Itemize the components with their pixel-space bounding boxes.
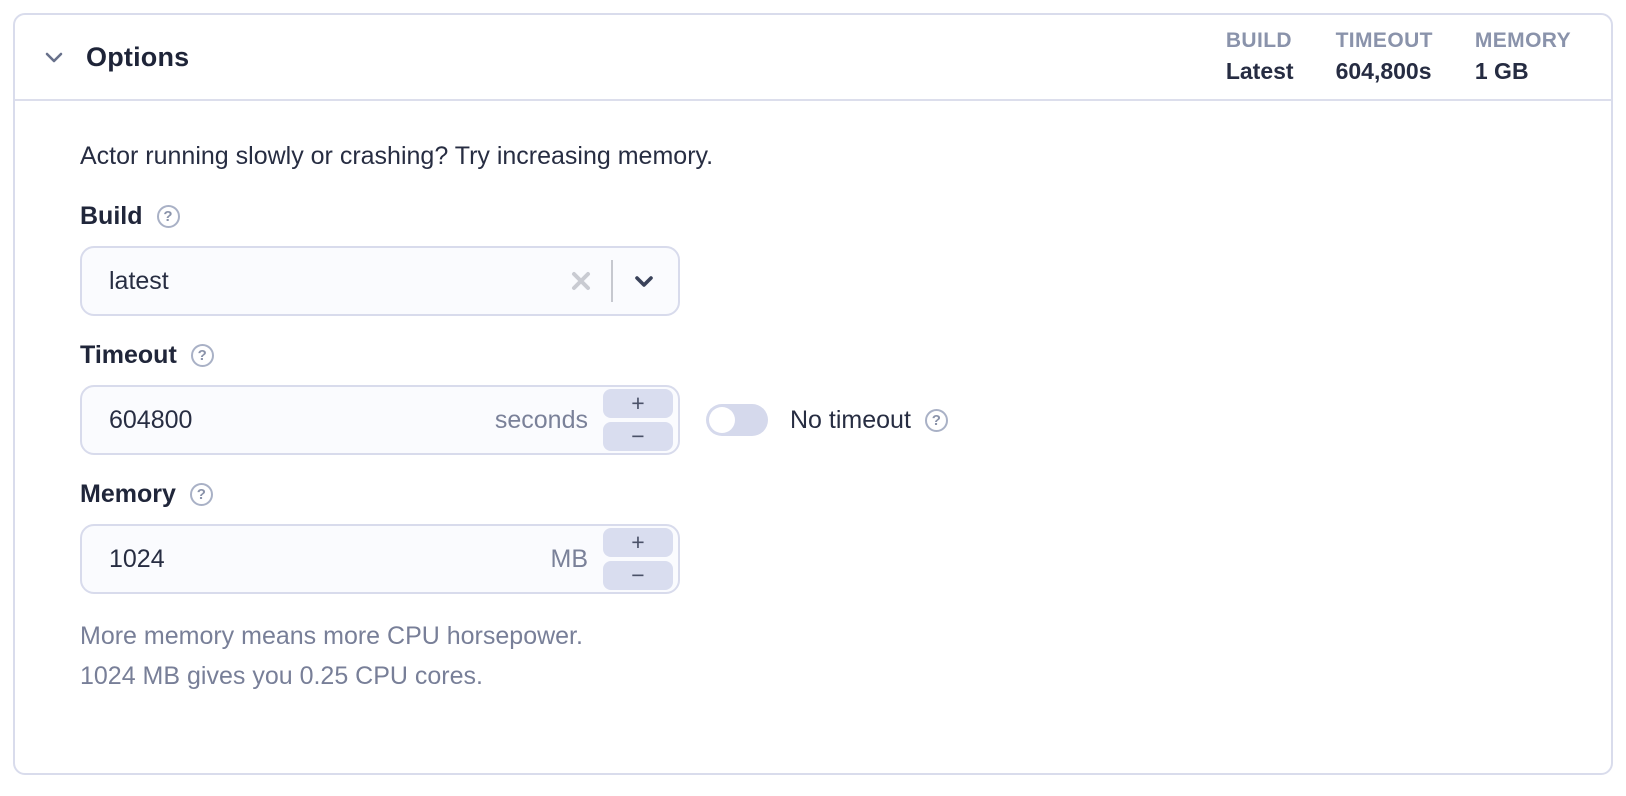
build-help-icon[interactable]: ? [156, 205, 180, 228]
timeout-input[interactable] [82, 387, 495, 453]
toggle-knob [709, 407, 735, 433]
timeout-field: Timeout ? seconds + − No timeout ? [80, 341, 1571, 455]
chevron-down-icon[interactable] [630, 267, 678, 295]
options-panel-header: Options BUILD Latest TIMEOUT 604,800s ME… [15, 15, 1611, 101]
timeout-help-icon[interactable]: ? [190, 344, 214, 367]
no-timeout-toggle[interactable] [706, 404, 768, 436]
build-label: Build [80, 202, 143, 230]
chevron-down-icon [41, 44, 67, 70]
decrement-button[interactable]: − [603, 422, 673, 451]
memory-helper-text: More memory means more CPU horsepower. 1… [80, 616, 1571, 696]
build-select [80, 246, 680, 316]
options-panel: Options BUILD Latest TIMEOUT 604,800s ME… [13, 13, 1613, 775]
increment-button[interactable]: + [603, 389, 673, 418]
options-summary: BUILD Latest TIMEOUT 604,800s MEMORY 1 G… [1226, 29, 1571, 85]
memory-field: Memory ? MB + − More memory means more C… [80, 480, 1571, 696]
build-select-input[interactable] [82, 248, 564, 314]
select-divider [611, 260, 613, 302]
memory-help-icon[interactable]: ? [189, 483, 213, 506]
clear-icon[interactable] [564, 268, 594, 294]
memory-stepper: + − [603, 528, 673, 590]
memory-helper-line-1: More memory means more CPU horsepower. [80, 622, 583, 650]
intro-text: Actor running slowly or crashing? Try in… [80, 142, 714, 170]
memory-helper-line-2: 1024 MB gives you 0.25 CPU cores. [80, 662, 483, 690]
memory-unit: MB [550, 544, 589, 573]
memory-input[interactable] [82, 526, 551, 592]
summary-memory-label: MEMORY [1474, 29, 1571, 52]
no-timeout-help-icon[interactable]: ? [924, 408, 948, 432]
no-timeout-label: No timeout [790, 405, 911, 434]
timeout-label: Timeout [80, 341, 177, 369]
summary-timeout-value: 604,800s [1335, 58, 1432, 84]
decrement-button[interactable]: − [603, 561, 673, 590]
summary-timeout-label: TIMEOUT [1335, 29, 1433, 52]
panel-title: Options [86, 41, 190, 72]
timeout-input-shell: seconds + − [80, 385, 680, 455]
summary-build-value: Latest [1225, 58, 1294, 84]
increment-button[interactable]: + [603, 528, 673, 557]
summary-memory-value: 1 GB [1474, 58, 1529, 84]
timeout-unit: seconds [494, 405, 588, 434]
options-panel-body: Actor running slowly or crashing? Try in… [15, 101, 1611, 696]
summary-build: BUILD Latest [1226, 29, 1294, 85]
memory-label: Memory [80, 480, 176, 508]
collapse-toggle-button[interactable] [40, 43, 68, 71]
summary-memory: MEMORY 1 GB [1475, 29, 1571, 85]
timeout-stepper: + − [603, 389, 673, 451]
summary-build-label: BUILD [1225, 29, 1292, 52]
build-field: Build ? [80, 202, 1571, 316]
memory-input-shell: MB + − [80, 524, 680, 594]
summary-timeout: TIMEOUT 604,800s [1336, 29, 1433, 85]
